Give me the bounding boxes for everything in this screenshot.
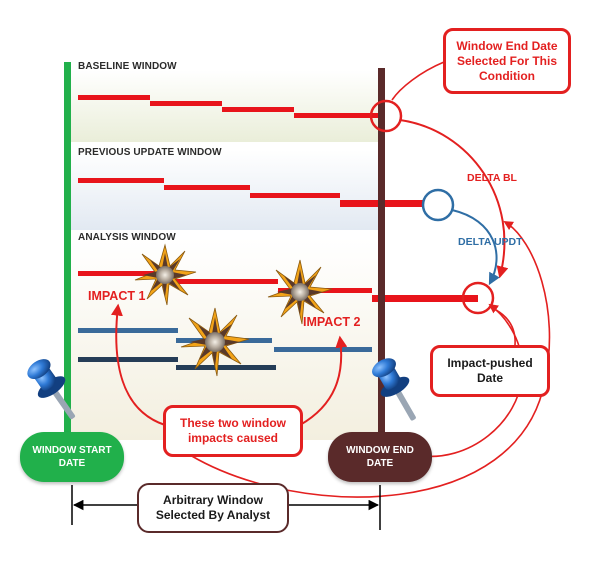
baseline-band [70,70,382,142]
window-end-callout-pointer [391,61,445,101]
baseline-end-marker [369,99,403,133]
impact-1-label: IMPACT 1 [88,289,146,303]
delta-updt-arrow [451,209,500,286]
analysis-window-label: ANALYSIS WINDOW [78,232,176,243]
window-start-date-pill: WINDOW START DATE [20,432,124,482]
impact-pushed-pointer [495,309,516,346]
window-start-line [64,62,71,440]
pushpin-icon [372,358,416,421]
previous-update-window-label: PREVIOUS UPDATE WINDOW [78,147,222,158]
two-impacts-callout: These two window impacts caused [163,405,303,457]
window-end-line [378,68,385,440]
delta-bl-label: DELTA BL [467,172,517,184]
start-date-connector [189,221,551,498]
pushpin-icon [27,359,76,420]
window-end-selected-callout: Window End Date Selected For This Condit… [443,28,571,94]
impact-arrow-2 [299,335,348,426]
arbitrary-window-callout: Arbitrary Window Selected By Analyst [137,483,289,533]
impact-pushed-end-marker [461,281,495,315]
explosion-icon [134,243,197,306]
delta-bl-arrow [399,119,509,279]
impact-pushed-callout: Impact-pushed Date [430,345,550,397]
previous-update-end-marker [421,188,455,222]
explosion-icon [267,259,333,325]
impact-arrow-1 [110,303,166,426]
baseline-bars [78,95,380,118]
impact-2-label: IMPACT 2 [303,315,361,329]
window-end-date-pill: WINDOW END DATE [328,432,432,482]
baseline-window-label: BASELINE WINDOW [78,61,177,72]
explosion-icon [180,307,250,377]
delta-updt-label: DELTA UPDT [458,236,523,248]
